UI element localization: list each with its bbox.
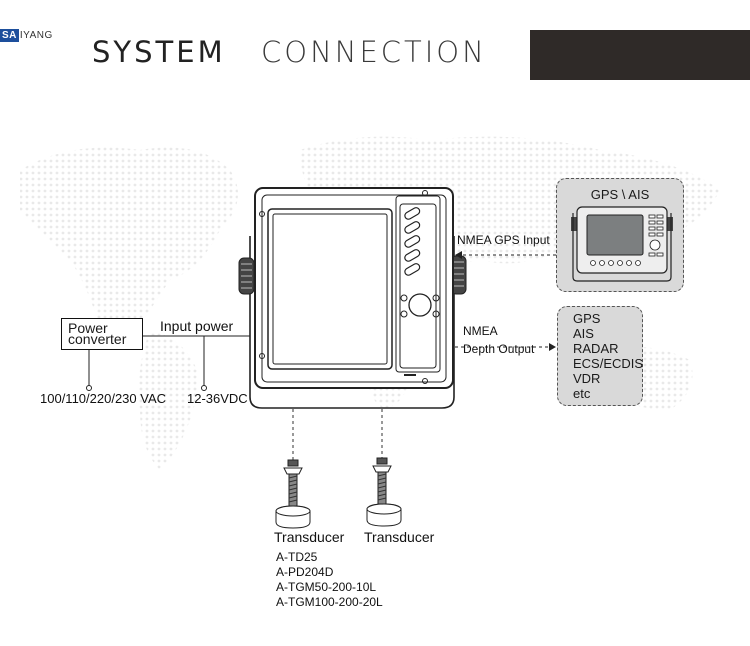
nmea-gps-input-arrow	[455, 251, 556, 259]
page-title-connection: CONNECTION	[261, 35, 487, 69]
transducer-left-label: Transducer	[274, 529, 345, 545]
dc-voltage-label: 12-36VDC	[187, 391, 248, 406]
device-item: ECS/ECDIS	[573, 356, 644, 371]
ac-terminal	[86, 385, 92, 391]
transducer-model: A-TD25	[276, 550, 318, 564]
device-item: RADAR	[573, 341, 619, 356]
gps-ais-device-icon	[571, 206, 673, 282]
ac-voltage-label: 100/110/220/230 VAC	[40, 391, 167, 406]
input-power-label: Input power	[160, 318, 234, 334]
brand-text: IYANG	[19, 29, 53, 41]
device-item: AIS	[573, 326, 594, 341]
nmea-gps-input-label: NMEA GPS Input	[457, 233, 550, 247]
device-item: GPS	[573, 311, 601, 326]
page-title-system: SYSTEM	[92, 35, 226, 69]
transducer-right-icon	[366, 457, 402, 527]
transducer-left-icon	[275, 459, 311, 529]
power-converter-line1: Power	[68, 320, 108, 336]
device-item: VDR	[573, 371, 601, 386]
power-wiring	[88, 335, 250, 386]
nmea-devices-panel: GPS AIS RADAR ECS/ECDIS VDR etc	[557, 306, 643, 406]
power-converter-box: Power converter	[61, 318, 143, 350]
transducer-right-label: Transducer	[364, 529, 435, 545]
transducer-model: A-TGM50-200-10L	[276, 580, 377, 594]
nmea-output-label: NMEA	[463, 324, 498, 338]
brand-mark: SA	[0, 28, 19, 42]
power-converter-line2: converter	[68, 331, 127, 347]
dc-terminal	[201, 385, 207, 391]
transducer-model: A-PD204D	[276, 565, 334, 579]
echo-sounder-unit	[238, 187, 467, 409]
transducer-model: A-TGM100-200-20L	[276, 595, 383, 609]
depth-output-label: Depth Output	[463, 342, 535, 356]
transducer-cables	[292, 409, 383, 462]
gps-ais-title: GPS \ AIS	[590, 187, 650, 202]
device-item: etc	[573, 386, 591, 401]
nmea-depth-output-arrow	[455, 343, 556, 351]
gps-ais-panel: GPS \ AIS	[556, 178, 684, 292]
header-dark-block	[530, 30, 750, 80]
